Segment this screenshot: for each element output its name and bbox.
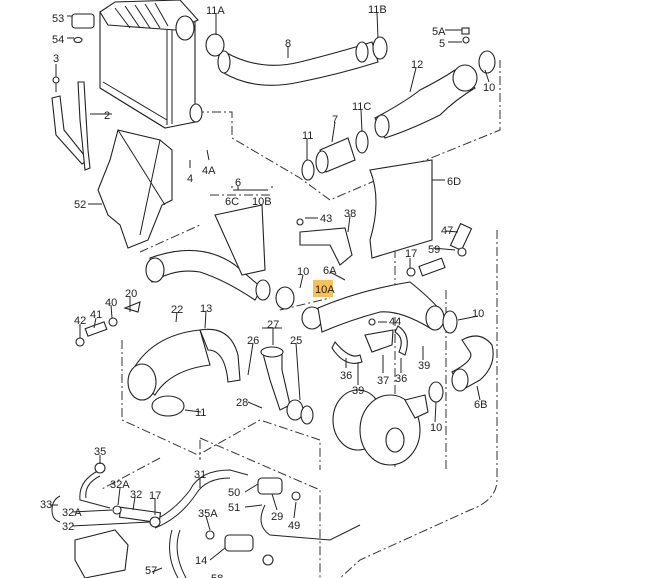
label-32[interactable]: 32: [130, 489, 142, 501]
label-11[interactable]: 11: [302, 130, 313, 142]
brace-33: [51, 495, 61, 523]
label-8[interactable]: 8: [285, 38, 291, 50]
brackets-36-37: [331, 318, 408, 364]
pipe-6A: [317, 281, 458, 334]
label-10[interactable]: 10: [297, 266, 309, 278]
pipe-47: [406, 222, 473, 277]
air-guide-52: [97, 129, 173, 249]
label-5[interactable]: 5: [439, 38, 445, 50]
label-28[interactable]: 28: [236, 397, 248, 409]
label-6[interactable]: 6: [235, 177, 241, 189]
label-51[interactable]: 51: [228, 502, 240, 514]
clamp-11A: [205, 33, 225, 57]
label-10A[interactable]: 10A: [315, 284, 335, 296]
label-59[interactable]: 59: [428, 244, 440, 256]
pipe-6: [145, 204, 323, 330]
label-13[interactable]: 13: [200, 303, 212, 315]
label-41[interactable]: 41: [90, 309, 102, 321]
label-10-turbo[interactable]: 10: [430, 422, 442, 434]
air-hose-13: [127, 328, 241, 417]
label-6B[interactable]: 6B: [474, 399, 487, 411]
label-3[interactable]: 3: [53, 53, 59, 65]
sensor-53: [71, 13, 95, 44]
label-49[interactable]: 49: [288, 520, 300, 532]
label-38[interactable]: 38: [344, 208, 356, 220]
label-27[interactable]: 27: [267, 319, 279, 331]
label-29[interactable]: 29: [271, 511, 283, 523]
part-labels[interactable]: 53 54 3 2 52 4 4A 11A 8 11B 5A 5 10 12 1…: [40, 4, 495, 578]
label-32A[interactable]: 32A: [110, 479, 130, 491]
label-14[interactable]: 14: [195, 555, 207, 567]
label-40[interactable]: 40: [105, 297, 117, 309]
label-37[interactable]: 37: [377, 375, 389, 387]
brace-6: [231, 186, 273, 188]
hose-12: [374, 27, 496, 139]
label-10B[interactable]: 10B: [252, 196, 272, 208]
label-20[interactable]: 20: [125, 288, 137, 300]
label-12[interactable]: 12: [411, 59, 423, 71]
label-42[interactable]: 42: [74, 315, 86, 327]
label-10[interactable]: 10: [483, 82, 495, 94]
hose-6B: [428, 335, 494, 403]
label-6A[interactable]: 6A: [323, 265, 337, 277]
hose-8: [217, 41, 379, 86]
label-11A[interactable]: 11A: [206, 5, 225, 17]
leader-lines: [50, 12, 490, 573]
clamp-11B: [372, 36, 388, 60]
label-35A[interactable]: 35A: [198, 508, 218, 520]
label-32-left[interactable]: 32: [62, 521, 74, 533]
label-17-lower[interactable]: 17: [149, 490, 161, 502]
label-26[interactable]: 26: [247, 335, 259, 347]
label-58[interactable]: 58: [211, 573, 223, 578]
label-4A[interactable]: 4A: [202, 165, 216, 177]
label-11B[interactable]: 11B: [368, 4, 387, 16]
label-6D[interactable]: 6D: [447, 176, 461, 188]
pipe-25-27: [260, 346, 314, 425]
label-36[interactable]: 36: [340, 370, 352, 382]
mounting-bracket: [51, 70, 91, 171]
label-54[interactable]: 54: [52, 34, 64, 46]
label-5A[interactable]: 5A: [432, 26, 446, 38]
heat-shield-6D: [369, 159, 433, 259]
vacuum-hoses: [74, 462, 361, 578]
label-36-right[interactable]: 36: [395, 373, 407, 385]
label-47[interactable]: 47: [441, 225, 453, 237]
label-7[interactable]: 7: [332, 114, 338, 126]
label-22[interactable]: 22: [171, 304, 183, 316]
label-31[interactable]: 31: [194, 469, 206, 481]
label-17[interactable]: 17: [405, 248, 417, 260]
turbocharger: [332, 389, 429, 466]
label-10-right[interactable]: 10: [472, 308, 484, 320]
label-43[interactable]: 43: [320, 213, 332, 225]
label-4[interactable]: 4: [187, 173, 193, 185]
intercooler: [99, 0, 203, 129]
label-52[interactable]: 52: [74, 199, 86, 211]
label-11-lower[interactable]: 11: [195, 407, 206, 419]
label-35[interactable]: 35: [94, 446, 106, 458]
label-39-right[interactable]: 39: [418, 360, 430, 372]
label-44[interactable]: 44: [389, 316, 401, 328]
highlight-10A: [313, 280, 333, 297]
label-33[interactable]: 33: [40, 499, 52, 511]
label-39[interactable]: 39: [352, 385, 364, 397]
label-50[interactable]: 50: [228, 487, 240, 499]
label-2[interactable]: 2: [104, 110, 110, 122]
label-32A-left[interactable]: 32A: [62, 507, 82, 519]
label-6C[interactable]: 6C: [225, 196, 239, 208]
bracket-38: [296, 218, 353, 266]
label-25[interactable]: 25: [290, 335, 302, 347]
label-11C[interactable]: 11C: [352, 101, 371, 113]
label-57[interactable]: 57: [145, 565, 157, 577]
hose-7: [301, 114, 390, 181]
label-53[interactable]: 53: [52, 13, 64, 25]
